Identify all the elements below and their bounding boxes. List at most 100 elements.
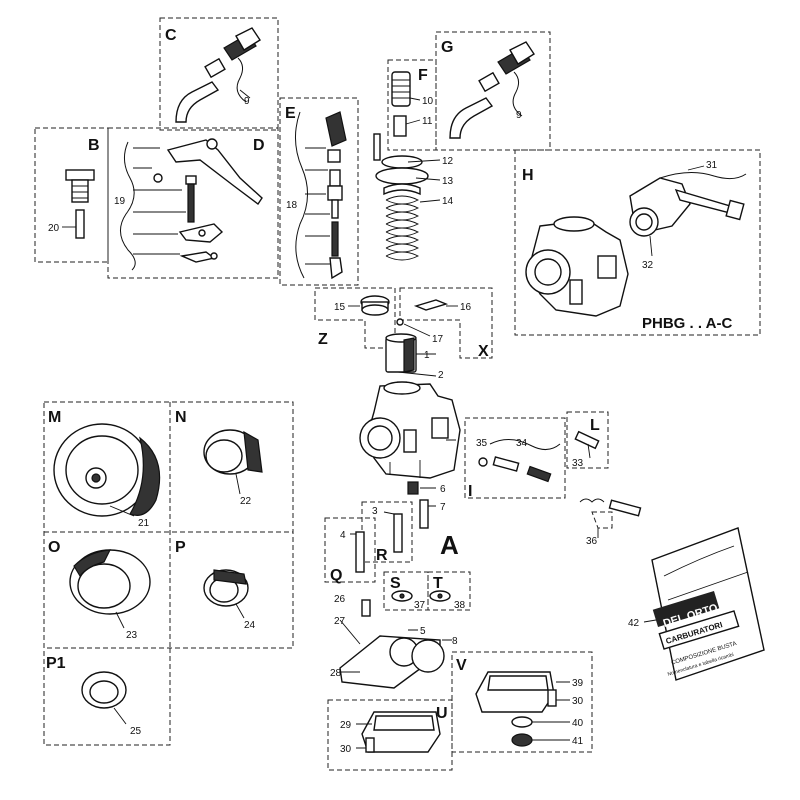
part-number-26: 26 bbox=[334, 594, 346, 605]
part-n-adapter bbox=[203, 429, 263, 495]
part-number-39: 39 bbox=[572, 678, 584, 689]
part-d-throttle-lever bbox=[120, 138, 263, 271]
part-number-30-u: 30 bbox=[340, 744, 352, 755]
part-v-float-bowl bbox=[475, 671, 570, 747]
part-number-6: 6 bbox=[440, 484, 446, 495]
part-throttle-slide bbox=[385, 333, 437, 377]
group-box-b bbox=[34, 127, 109, 263]
part-number-5: 5 bbox=[420, 626, 426, 637]
section-letter-h: H bbox=[522, 167, 534, 184]
part-number-16: 16 bbox=[460, 302, 472, 313]
part-number-28: 28 bbox=[330, 668, 342, 679]
section-letter-m: M bbox=[48, 409, 61, 426]
part-number-23: 23 bbox=[126, 630, 138, 641]
part-f-cable-adjuster bbox=[391, 71, 421, 137]
part-m-air-filter bbox=[53, 423, 161, 517]
group-box-c bbox=[159, 17, 279, 131]
section-letter-r: R bbox=[376, 547, 388, 564]
part-number-21: 21 bbox=[138, 518, 150, 529]
part-number-8: 8 bbox=[452, 636, 458, 647]
part-number-38: 38 bbox=[454, 600, 466, 611]
part-l-screw bbox=[574, 430, 600, 459]
part-number-41: 41 bbox=[572, 736, 584, 747]
section-letter-g: G bbox=[441, 39, 453, 56]
group-box-i bbox=[464, 417, 566, 499]
part-number-25: 25 bbox=[130, 726, 142, 737]
part-number-24: 24 bbox=[244, 620, 256, 631]
section-letter-o: O bbox=[48, 539, 60, 556]
part-42-spares-bag bbox=[643, 527, 765, 681]
part-o-filter-cup bbox=[69, 549, 151, 629]
section-letter-c: C bbox=[165, 27, 177, 44]
part-s-t-washers bbox=[391, 590, 451, 602]
part-e-needle-assembly bbox=[295, 111, 347, 280]
section-letter-p: P bbox=[175, 539, 186, 556]
part-x-plate bbox=[413, 299, 458, 311]
part-carburettor-body bbox=[359, 381, 461, 479]
section-letter-q: Q bbox=[330, 567, 342, 584]
part-i-screws bbox=[478, 439, 561, 483]
part-number-29: 29 bbox=[340, 720, 352, 731]
part-number-31: 31 bbox=[706, 160, 718, 171]
part-number-35: 35 bbox=[476, 438, 488, 449]
part-number-32: 32 bbox=[642, 260, 654, 271]
section-letter-p1: P1 bbox=[46, 655, 66, 672]
section-letter-v: V bbox=[456, 657, 467, 674]
part-number-9-g: 9 bbox=[516, 110, 522, 121]
part-number-3: 3 bbox=[372, 506, 378, 517]
group-box-v bbox=[451, 651, 593, 753]
section-letter-n: N bbox=[175, 409, 187, 426]
model-label: PHBG . . A-C bbox=[642, 315, 732, 332]
group-box-e bbox=[279, 97, 359, 286]
part-number-13: 13 bbox=[442, 176, 454, 187]
part-p-adapter bbox=[203, 569, 249, 619]
part-number-36: 36 bbox=[586, 536, 598, 547]
section-letter-z: Z bbox=[318, 331, 328, 348]
section-letter-f: F bbox=[418, 67, 428, 84]
part-number-9-c: 9 bbox=[244, 96, 250, 107]
part-number-14: 14 bbox=[442, 196, 454, 207]
section-letter-t: T bbox=[433, 575, 443, 592]
part-jets bbox=[350, 481, 436, 573]
section-letter-d: D bbox=[253, 137, 265, 154]
group-box-accessories bbox=[43, 401, 294, 746]
part-b-idle-screw bbox=[62, 169, 95, 239]
part-float-assembly bbox=[339, 599, 452, 689]
part-number-34: 34 bbox=[516, 438, 528, 449]
group-box-q bbox=[324, 517, 376, 583]
part-number-19: 19 bbox=[114, 196, 126, 207]
group-box-t bbox=[427, 571, 471, 611]
part-number-1: 1 bbox=[424, 350, 430, 361]
part-number-22: 22 bbox=[240, 496, 252, 507]
part-number-2: 2 bbox=[438, 370, 444, 381]
section-letter-a: A bbox=[440, 530, 459, 560]
part-number-11: 11 bbox=[422, 116, 433, 127]
part-g-choke-assembly bbox=[449, 41, 535, 139]
part-36-screw-spring bbox=[579, 498, 642, 538]
part-number-40: 40 bbox=[572, 718, 584, 729]
group-box-d bbox=[107, 127, 279, 279]
part-number-7: 7 bbox=[440, 502, 446, 513]
group-box-h bbox=[514, 149, 761, 336]
part-number-30-v: 30 bbox=[572, 696, 584, 707]
part-number-10: 10 bbox=[422, 96, 434, 107]
part-17-clip bbox=[396, 318, 431, 337]
section-letter-e: E bbox=[285, 105, 296, 122]
part-number-17: 17 bbox=[432, 334, 444, 345]
part-center-spring-stack bbox=[373, 133, 441, 261]
part-number-18: 18 bbox=[286, 200, 298, 211]
part-number-4: 4 bbox=[340, 530, 346, 541]
part-number-42: 42 bbox=[628, 618, 640, 629]
section-letter-b: B bbox=[88, 137, 100, 154]
group-box-l bbox=[566, 411, 609, 469]
part-number-20: 20 bbox=[48, 223, 60, 234]
part-u-float-bowl bbox=[356, 711, 441, 753]
part-c-choke-assembly bbox=[175, 27, 261, 123]
group-box-z bbox=[314, 287, 396, 349]
section-letter-l: L bbox=[590, 417, 600, 434]
section-letter-x: X bbox=[478, 343, 489, 360]
part-p1-ring bbox=[81, 671, 127, 725]
part-h-phbg-body bbox=[525, 165, 747, 317]
part-number-15: 15 bbox=[334, 302, 346, 313]
